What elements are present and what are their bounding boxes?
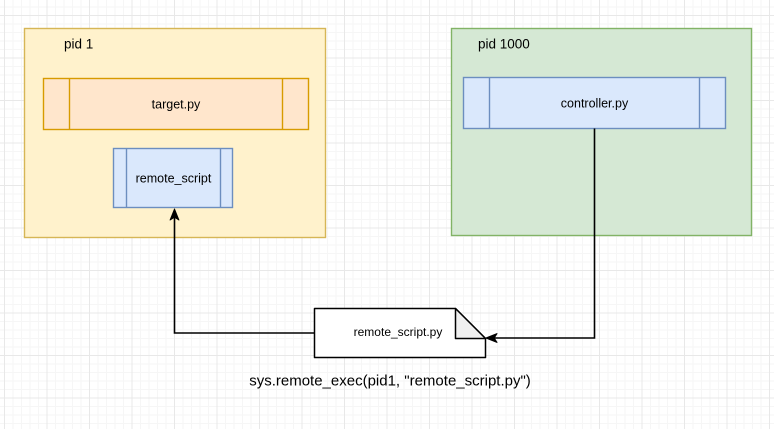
pid1000-container-box[interactable] — [450, 27, 753, 237]
edge-controller-to-note-line[interactable] — [493, 128, 596, 339]
pid1-container-label: pid 1 — [64, 37, 93, 52]
pid1000-container-label: pid 1000 — [478, 37, 530, 52]
remote-script-shape-box[interactable] — [112, 147, 234, 209]
node-remote-script: remote_script — [112, 147, 234, 209]
target-label: target.py — [152, 98, 201, 112]
node-target: target.py — [42, 77, 310, 131]
note-file-shape[interactable] — [313, 307, 487, 359]
annotation-text[interactable]: sys.remote_exec(pid1, "remote_script.py"… — [249, 373, 531, 390]
edge-note-to-remote-script-arrowhead — [169, 208, 180, 221]
edge-controller-to-note-arrowhead — [485, 333, 498, 343]
node-controller: controller.py — [462, 76, 727, 130]
edge-note-to-remote-script-line[interactable] — [173, 217, 315, 334]
note-file-label: remote_script.py — [354, 325, 443, 339]
node-note-file: remote_script.py — [313, 307, 487, 359]
node-pid1000-container: pid 1000 — [450, 27, 753, 237]
note-file-fold-corner — [454, 307, 487, 340]
controller-label: controller.py — [561, 97, 629, 111]
target-shape-box[interactable] — [42, 77, 310, 131]
remote-script-label: remote_script — [136, 172, 212, 186]
edge-controller-to-note — [485, 128, 596, 343]
edge-note-to-remote-script — [169, 208, 315, 334]
